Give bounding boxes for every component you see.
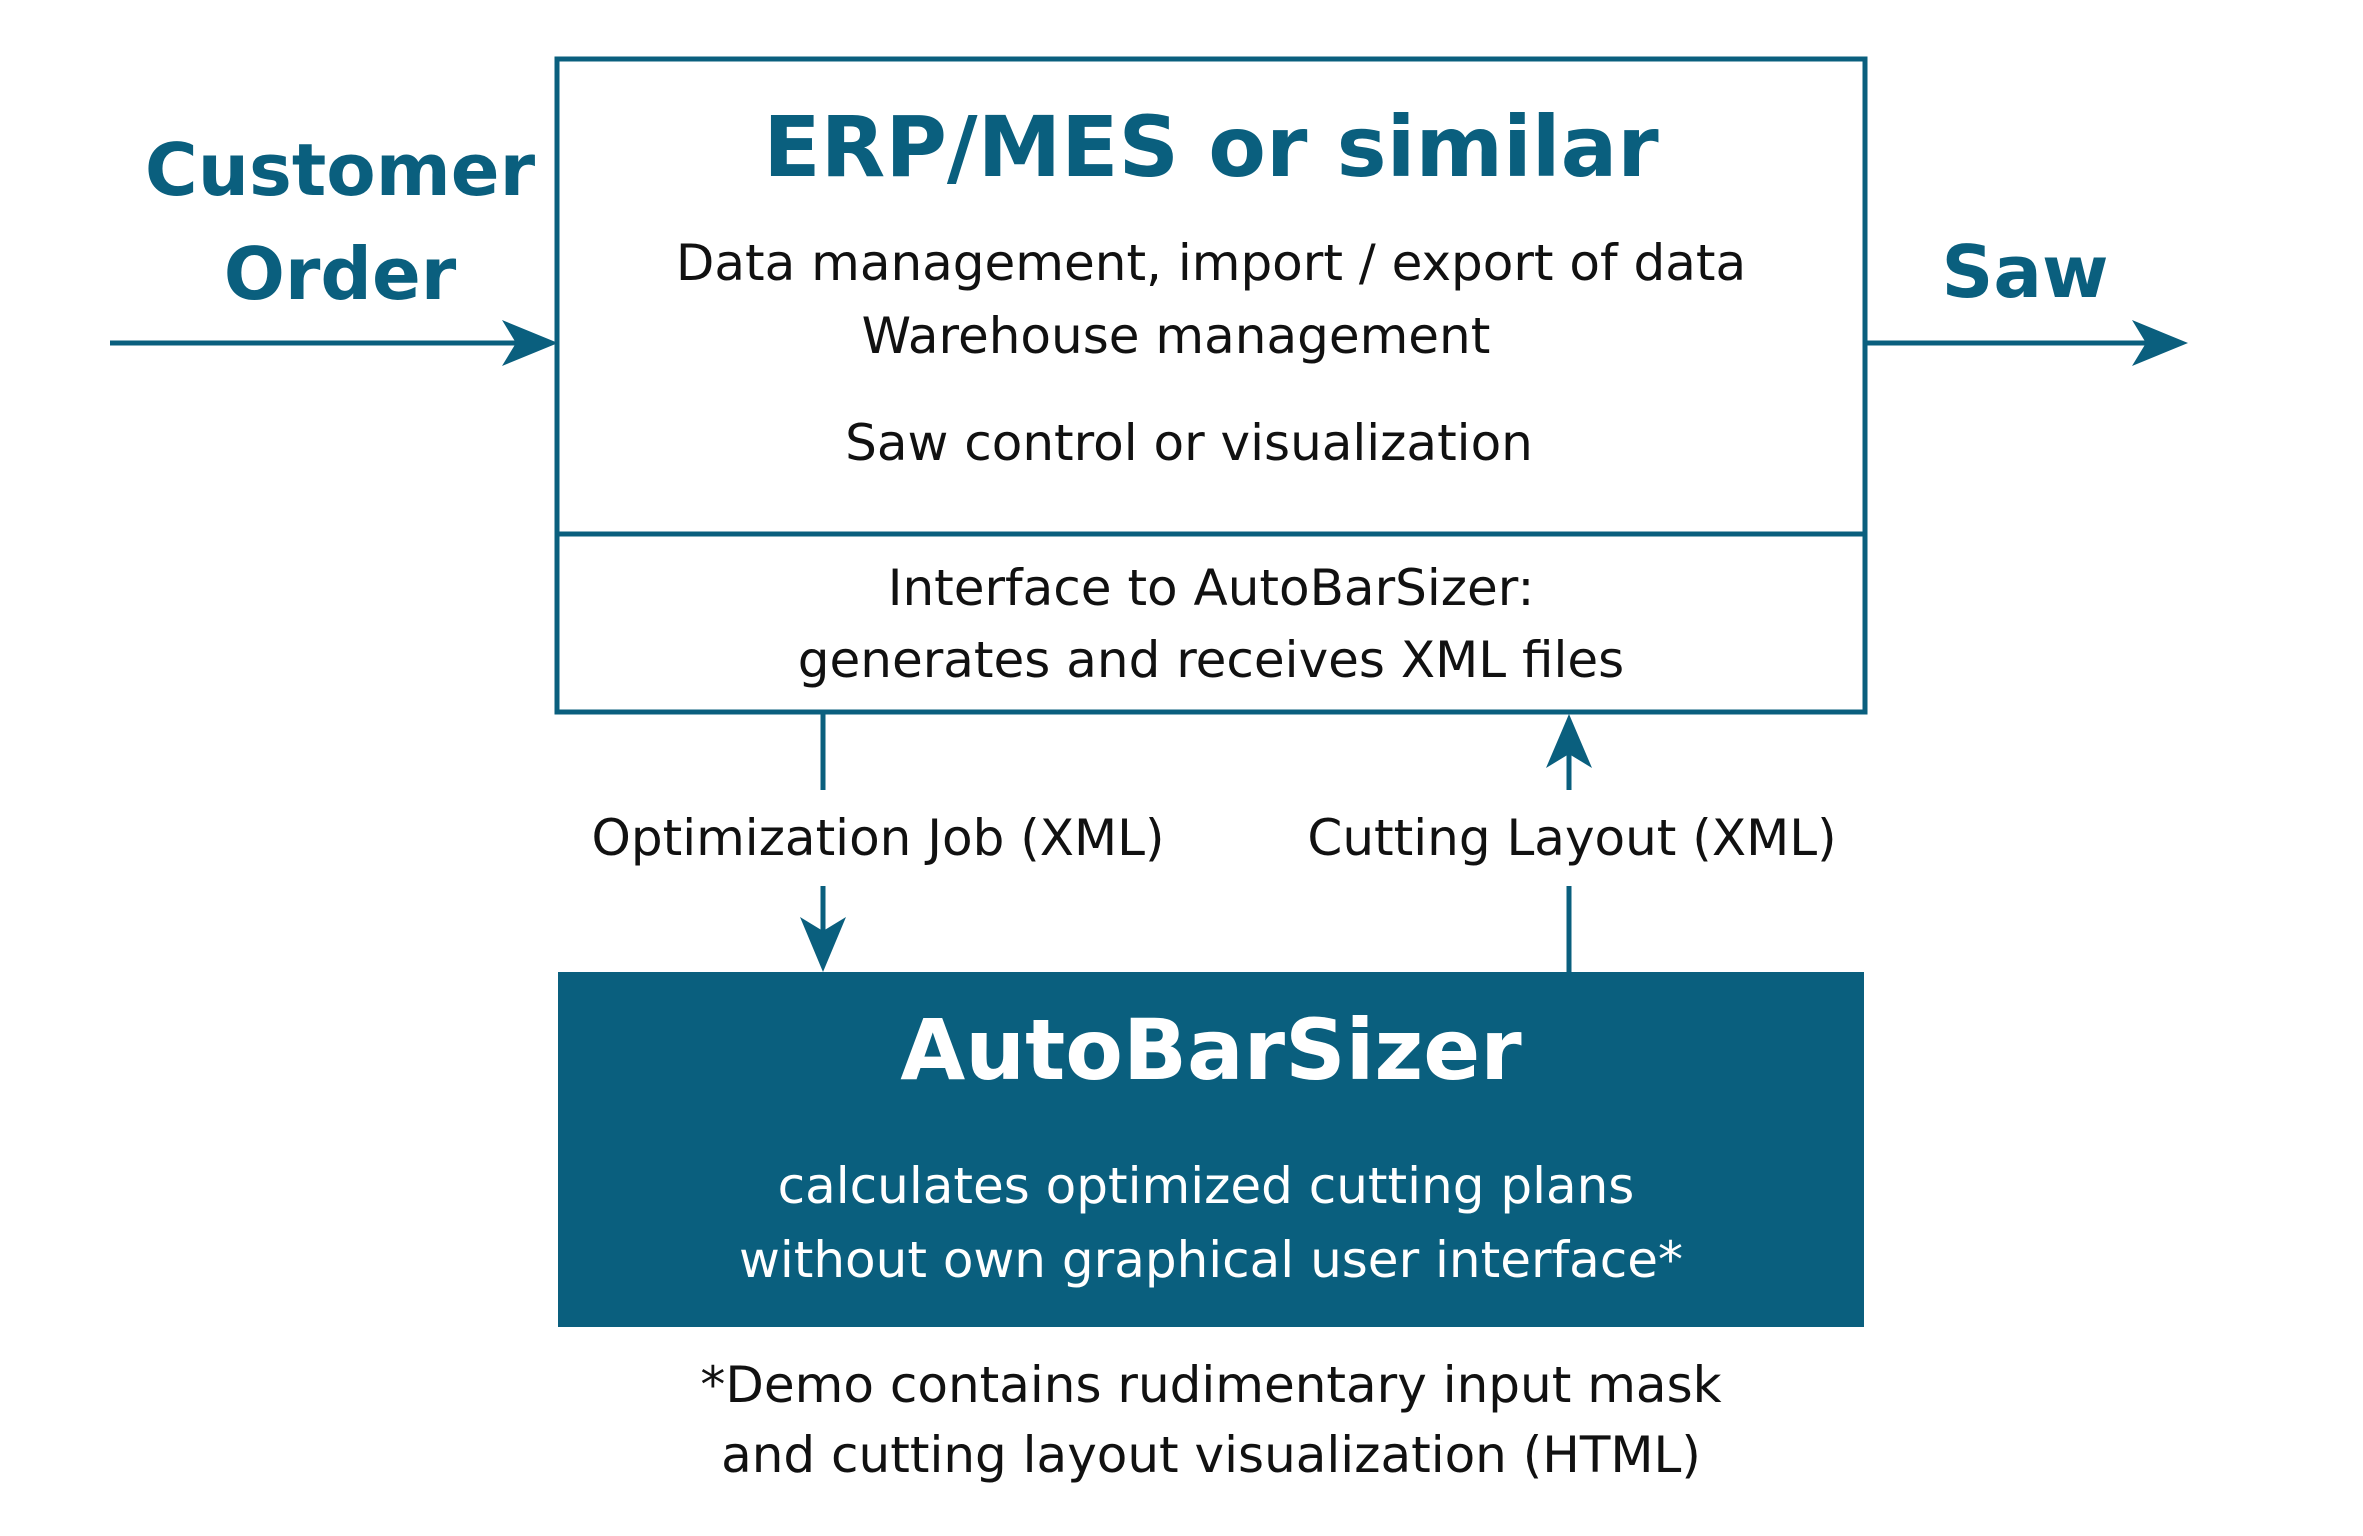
output-arrow-head: [2132, 320, 2188, 366]
interface-line-1: Interface to AutoBarSizer:: [887, 559, 1535, 617]
footnote-line-1: *Demo contains rudimentary input mask: [700, 1356, 1722, 1414]
down-arrow-head: [800, 917, 846, 972]
erp-line-saw-control: Saw control or visualization: [845, 414, 1533, 472]
optimization-job-label: Optimization Job (XML): [591, 809, 1165, 867]
autobarsizer-title: AutoBarSizer: [900, 1001, 1522, 1099]
interface-line-2: generates and receives XML files: [797, 631, 1625, 689]
erp-box: [554, 56, 1868, 715]
erp-title: ERP/MES or similar: [763, 98, 1659, 196]
saw-label: Saw: [1941, 230, 2109, 314]
up-arrow-head: [1546, 714, 1592, 768]
order-label: Order: [223, 232, 457, 316]
customer-order-label: Customer Order: [130, 118, 550, 326]
input-arrow-head: [502, 320, 558, 366]
autobarsizer-line-1: calculates optimized cutting plans: [777, 1157, 1635, 1215]
autobarsizer-line-2: without own graphical user interface*: [738, 1231, 1684, 1289]
customer-label: Customer: [144, 128, 536, 212]
erp-line-warehouse: Warehouse management: [861, 307, 1491, 365]
cutting-layout-label: Cutting Layout (XML): [1307, 809, 1837, 867]
footnote-line-2: and cutting layout visualization (HTML): [721, 1426, 1701, 1484]
autobarsizer-box: [558, 972, 1864, 1327]
erp-line-data-management: Data management, import / export of data: [675, 234, 1747, 292]
